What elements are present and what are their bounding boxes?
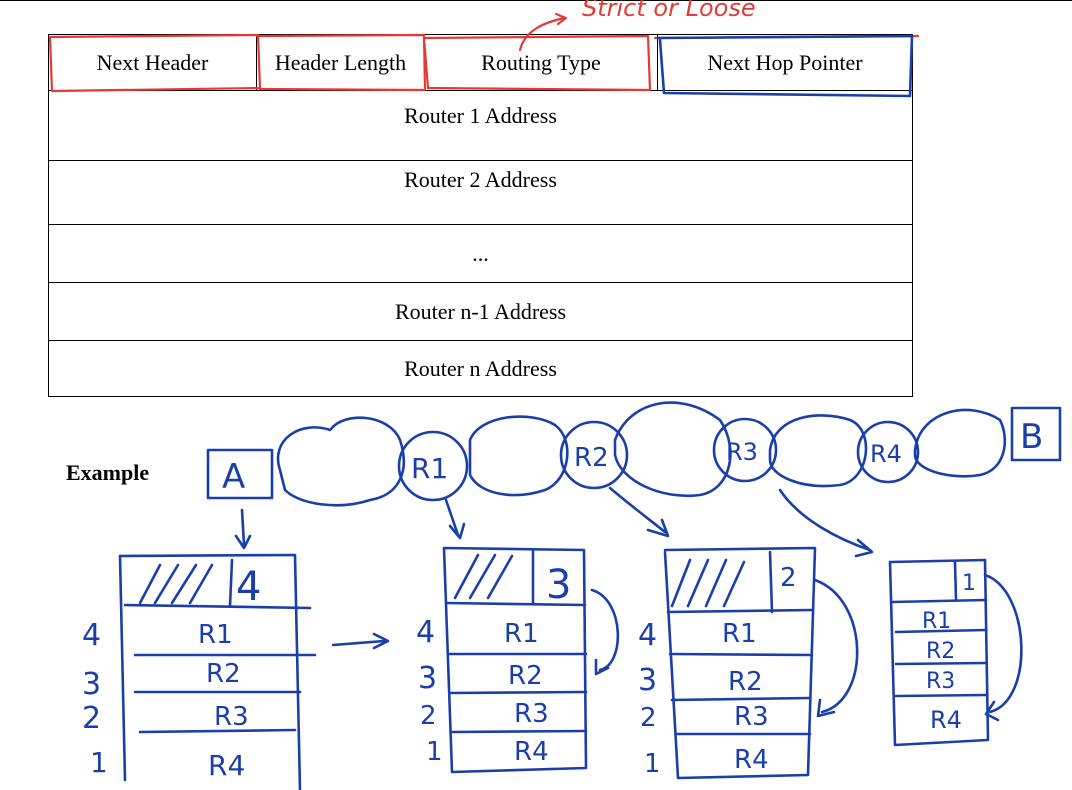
router-r1-label: R1 [411,452,448,485]
source-a-box [206,448,274,500]
snapshot-1-entry-r4: R4 [208,749,245,782]
snapshot-1-index-3: 3 [82,667,101,702]
snapshot-3-index-4: 4 [638,618,657,653]
snapshot-3: 2 R1 R2 R3 R4 4 3 2 1 [638,546,859,780]
snapshot-3-entry-r2: R2 [728,667,763,697]
address-row: Router n-1 Address [48,282,913,341]
network-clouds [276,401,1007,507]
snapshot-2: 3 R1 R2 R3 R4 4 3 2 1 [416,546,620,774]
destination-b-box [1010,406,1062,462]
routing-header-table: Next Header Header Length Routing Type N… [48,34,913,397]
snapshot-3-entry-r1: R1 [722,619,757,649]
router-r4-label: R4 [870,440,902,468]
snapshot-2-index-2: 2 [420,701,437,731]
snapshot-4: 1 R1 R2 R3 R4 [888,558,1023,747]
router-n-1-address: Router n-1 Address [48,282,913,341]
router-r4-node [856,420,920,484]
snapshot-1: 4 R1 R2 R3 R4 4 3 2 1 [82,553,317,790]
router-r2-node [559,420,629,490]
snapshot-4-entry-r4: R4 [930,706,962,734]
strict-loose-note: Strict or Loose [582,0,756,22]
snapshot-1-pointer: 4 [236,564,261,610]
snapshot-3-index-3: 3 [638,663,657,698]
red-field-highlights [48,33,920,93]
router-r2-label: R2 [574,443,609,473]
snapshot-4-entry-r2: R2 [926,639,955,664]
router-r1-node [397,430,469,502]
snapshot-2-index-1: 1 [426,737,443,767]
address-row: Router n Address [48,340,913,397]
address-row: ... [48,224,913,283]
snapshot-4-pointer: 1 [962,571,976,596]
snapshot-1-index-1: 1 [90,746,108,779]
field-next-header: Next Header [48,34,257,91]
snapshot-2-index-3: 3 [418,661,437,696]
example-label: Example [66,460,150,485]
router-r3-label: R3 [726,438,758,466]
snapshot-2-entry-r3: R3 [514,699,549,729]
snapshot-4-entry-r3: R3 [926,669,955,694]
snapshot-3-entry-r4: R4 [734,745,769,775]
routing-type-arrow [518,16,567,52]
ellipsis-row: ... [48,224,913,283]
router-r3-node [712,417,778,483]
snapshot-2-pointer: 3 [546,562,571,608]
snapshot-1-entry-r1: R1 [198,620,233,650]
snapshot-3-pointer: 2 [780,563,797,593]
snapshot-2-index-4: 4 [416,615,435,650]
snapshot-3-index-1: 1 [644,749,661,779]
field-routing-type: Routing Type [424,34,658,91]
snapshot-1-index-4: 4 [82,618,101,653]
snapshot-1-entry-r3: R3 [214,702,249,732]
snapshot-3-entry-r3: R3 [734,702,769,732]
snapshot-3-index-2: 2 [640,703,657,733]
routing-type-arrowhead [554,12,568,26]
next-hop-highlight [656,34,914,98]
snapshot-2-entry-r4: R4 [514,737,549,767]
source-a-label: A [222,457,245,497]
snapshot-2-entry-r1: R1 [504,619,539,649]
field-header-length: Header Length [256,34,425,91]
router-n-address: Router n Address [48,340,913,397]
routers: R1 R2 R3 R4 [397,417,920,502]
destination-b-label: B [1020,417,1043,457]
snapshot-2-entry-r2: R2 [508,661,543,691]
top-rule [0,0,1072,1]
snapshot-arrows [234,486,874,650]
snapshot-1-entry-r2: R2 [206,659,241,689]
snapshot-1-index-2: 2 [82,701,101,736]
